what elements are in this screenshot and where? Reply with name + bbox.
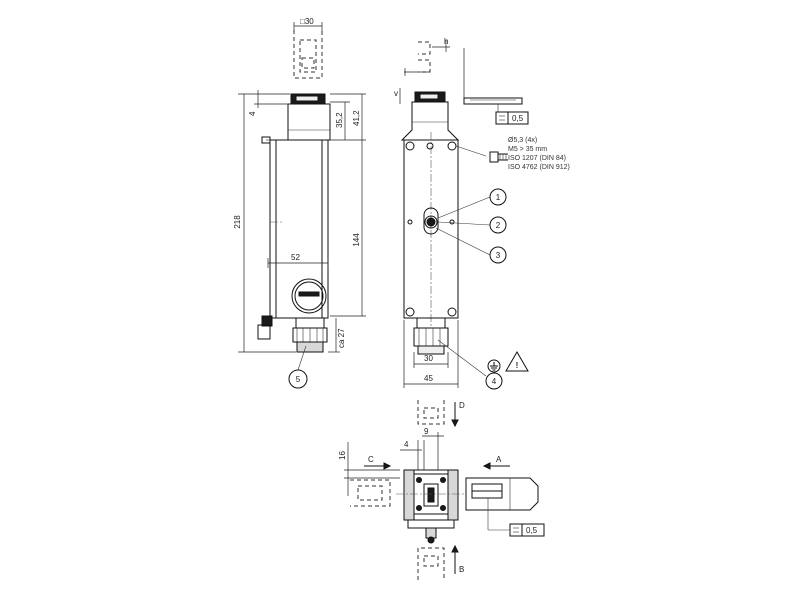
side-gland [292,317,328,353]
svg-text:0,5: 0,5 [526,526,538,535]
dim-v: v [394,89,398,98]
flatness-box-front: 0,5 [495,111,529,125]
mount-note-3: ISO 1207 (DIN 84) [508,155,566,162]
dim-total-height: 218 [233,215,242,229]
flatness-box-top: 0,5 [488,523,545,537]
dim-body-height: 144 [352,233,361,247]
dim-head-1: 35,2 [335,112,344,128]
side-cover [291,278,327,314]
dir-d: D [459,401,465,410]
callout-5: 5 [288,345,308,389]
dim-gland: ca 27 [337,328,346,348]
screw-symbol [489,151,508,163]
side-head [287,103,331,141]
dim-9: 9 [424,427,429,436]
svg-text:1: 1 [496,193,501,202]
side-body [269,139,329,319]
dim-head-2: 41,2 [352,110,361,126]
callout-2: 2 [437,216,507,234]
dim-inner: 30 [424,354,433,363]
dim-4: 4 [404,440,409,449]
actuator-d [417,400,459,428]
dim-cap: 4 [248,111,257,116]
actuator-plate [463,48,523,112]
mount-note-4: ISO 4762 (DIN 912) [508,164,570,171]
mount-note-1: Ø5,3 (4x) [508,137,537,144]
dim-outer: 45 [424,374,433,383]
mount-note-2: M5 > 35 mm [508,146,547,153]
callout-4: 4 [437,339,503,390]
dim-width: 52 [291,253,300,262]
dim-h: h [444,37,448,46]
dir-b: B [459,565,464,574]
warning-icon: ! [505,351,529,372]
actuator-c [350,462,392,507]
svg-text:4: 4 [492,377,497,386]
front-view: h v [394,37,570,390]
front-lock [423,207,439,235]
dir-a: A [496,455,502,464]
svg-text:!: ! [516,361,519,370]
front-actuator-small [404,40,450,76]
actuator-a [465,462,539,530]
ground-icon [487,359,501,373]
front-head [400,101,460,141]
callout-1: 1 [437,188,507,219]
dim-square: □30 [300,17,314,26]
dir-c: C [368,455,374,464]
side-view: □30 [233,17,366,389]
side-actuator [293,30,323,79]
front-gland [413,317,449,355]
svg-text:0,5: 0,5 [512,114,524,123]
callout-3: 3 [435,227,507,264]
actuator-b [417,544,459,580]
svg-text:2: 2 [496,221,501,230]
top-view: D 4 9 16 C [338,400,545,580]
dim-16: 16 [338,451,347,460]
svg-text:3: 3 [496,251,501,260]
svg-text:5: 5 [296,375,301,384]
